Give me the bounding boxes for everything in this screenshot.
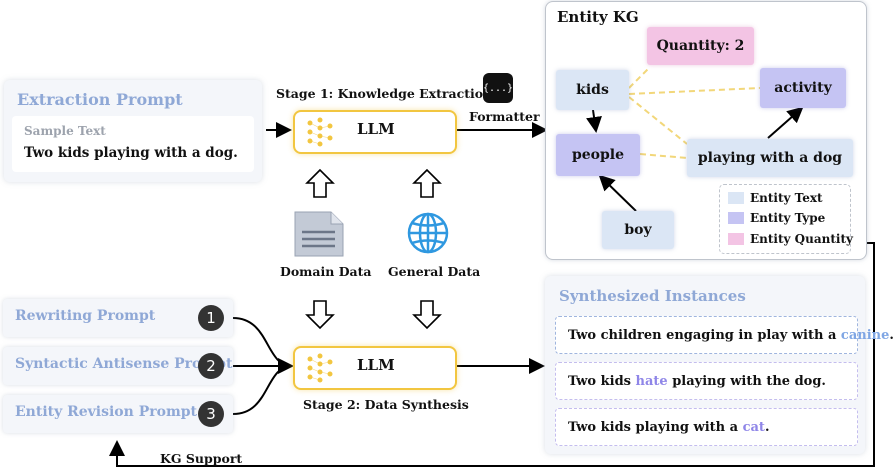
badge-1: 1 <box>198 305 224 331</box>
sample-text-box: Sample Text Two kids playing with a dog. <box>12 116 254 172</box>
legend-swatch-type <box>728 212 744 224</box>
instance-1-after: . <box>889 327 894 343</box>
document-icon <box>294 211 344 257</box>
instance-3-after: . <box>764 419 770 435</box>
legend-label-type: Entity Type <box>750 211 826 225</box>
kg-node-people: people <box>556 134 640 176</box>
syntactic-antisense-prompt-label: Syntactic Antisense Prompt <box>15 356 233 372</box>
entity-kg-title: Entity KG <box>557 8 639 26</box>
legend-swatch-text <box>728 192 744 204</box>
hollow-down-arrow-general <box>412 300 442 330</box>
formatter-label: Formatter <box>469 109 540 124</box>
hollow-up-arrow-domain <box>305 168 335 198</box>
legend-label-quantity: Entity Quantity <box>750 232 853 246</box>
synthesized-instances-title: Synthesized Instances <box>559 287 746 305</box>
rewriting-prompt-label: Rewriting Prompt <box>15 308 156 324</box>
instance-2-before: Two kids <box>568 373 636 389</box>
instance-1-before: Two children engaging in play with a <box>568 327 841 343</box>
llm-stage1-label: LLM <box>357 120 395 138</box>
sample-text-label: Sample Text <box>24 124 106 138</box>
badge-3: 3 <box>198 401 224 427</box>
badge-2: 2 <box>198 353 224 379</box>
hollow-down-arrow-domain <box>305 300 335 330</box>
syntactic-antisense-prompt: Syntactic Antisense Prompt <box>3 347 233 385</box>
kg-node-kids: kids <box>556 70 629 110</box>
kg-node-boy: boy <box>602 211 674 249</box>
formatter-icon: {...} <box>483 73 513 103</box>
llm-stage2-label: LLM <box>357 356 395 374</box>
instance-3: Two kids playing with a cat. <box>555 408 858 446</box>
legend-swatch-quantity <box>728 233 744 245</box>
instance-2-highlight: hate <box>635 373 668 389</box>
instance-3-highlight: cat <box>742 419 765 435</box>
rewriting-prompt: Rewriting Prompt <box>3 299 233 337</box>
kg-support-label: KG Support <box>160 451 243 466</box>
instance-2-after: playing with the dog. <box>667 373 826 389</box>
neural-network-icon-2 <box>307 353 333 383</box>
entity-revision-prompt-label: Entity Revision Prompt <box>15 404 198 420</box>
sample-text: Two kids playing with a dog. <box>24 145 238 161</box>
stage2-label: Stage 2: Data Synthesis <box>303 397 469 412</box>
arrow-prompt1 <box>232 317 294 374</box>
domain-data-label: Domain Data <box>280 264 372 279</box>
hollow-up-arrow-general <box>412 168 442 198</box>
instance-2: Two kids hate playing with the dog. <box>555 362 858 400</box>
extraction-prompt-panel: Extraction Prompt Sample Text Two kids p… <box>4 80 262 182</box>
arrow-kg-support <box>109 242 875 467</box>
globe-icon <box>407 212 449 254</box>
stage1-label: Stage 1: Knowledge Extraction <box>276 86 493 101</box>
kg-node-playing: playing with a dog <box>687 139 853 177</box>
general-data-label: General Data <box>388 264 481 279</box>
llm-stage1: LLM <box>293 110 457 154</box>
extraction-prompt-title: Extraction Prompt <box>17 90 183 109</box>
instance-1-highlight: canine <box>840 327 890 343</box>
kg-node-quantity: Quantity: 2 <box>647 27 754 65</box>
legend-label-text: Entity Text <box>750 191 823 205</box>
entity-revision-prompt: Entity Revision Prompt <box>3 395 233 433</box>
kg-node-activity: activity <box>760 68 846 108</box>
neural-network-icon <box>307 117 333 147</box>
instance-1: Two children engaging in play with a can… <box>555 316 894 354</box>
instance-3-before: Two kids playing with a <box>568 419 743 435</box>
llm-stage2: LLM <box>293 346 457 390</box>
arrow-prompt3 <box>232 365 293 415</box>
